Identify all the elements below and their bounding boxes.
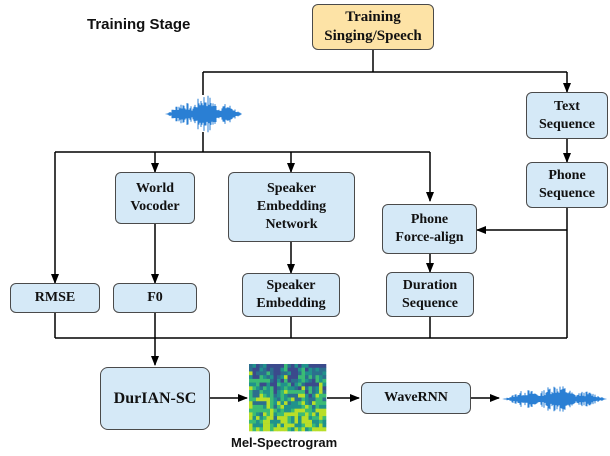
training-singing-speech-node[interactable]: Training Singing/Speech xyxy=(312,4,434,50)
speaker-embedding-node[interactable]: Speaker Embedding xyxy=(242,273,340,317)
phone-force-align-node[interactable]: Phone Force-align xyxy=(382,204,477,254)
wavernn-node[interactable]: WaveRNN xyxy=(361,382,471,414)
input-waveform-icon xyxy=(165,95,242,133)
durian-sc-node[interactable]: DurIAN-SC xyxy=(100,367,210,430)
mel-spectrogram-image xyxy=(249,364,327,432)
output-waveform-icon xyxy=(502,386,607,412)
stage-label: Training Stage xyxy=(87,16,191,33)
phone-sequence-node[interactable]: Phone Sequence xyxy=(526,162,608,208)
rmse-node[interactable]: RMSE xyxy=(10,283,100,313)
world-vocoder-node[interactable]: World Vocoder xyxy=(115,172,195,224)
text-sequence-node[interactable]: Text Sequence xyxy=(526,92,608,139)
mel-spectrogram-label: Mel-Spectrogram xyxy=(231,435,338,450)
speaker-embedding-network-node[interactable]: Speaker Embedding Network xyxy=(228,172,355,242)
duration-sequence-node[interactable]: Duration Sequence xyxy=(386,272,474,317)
f0-node[interactable]: F0 xyxy=(113,283,197,313)
